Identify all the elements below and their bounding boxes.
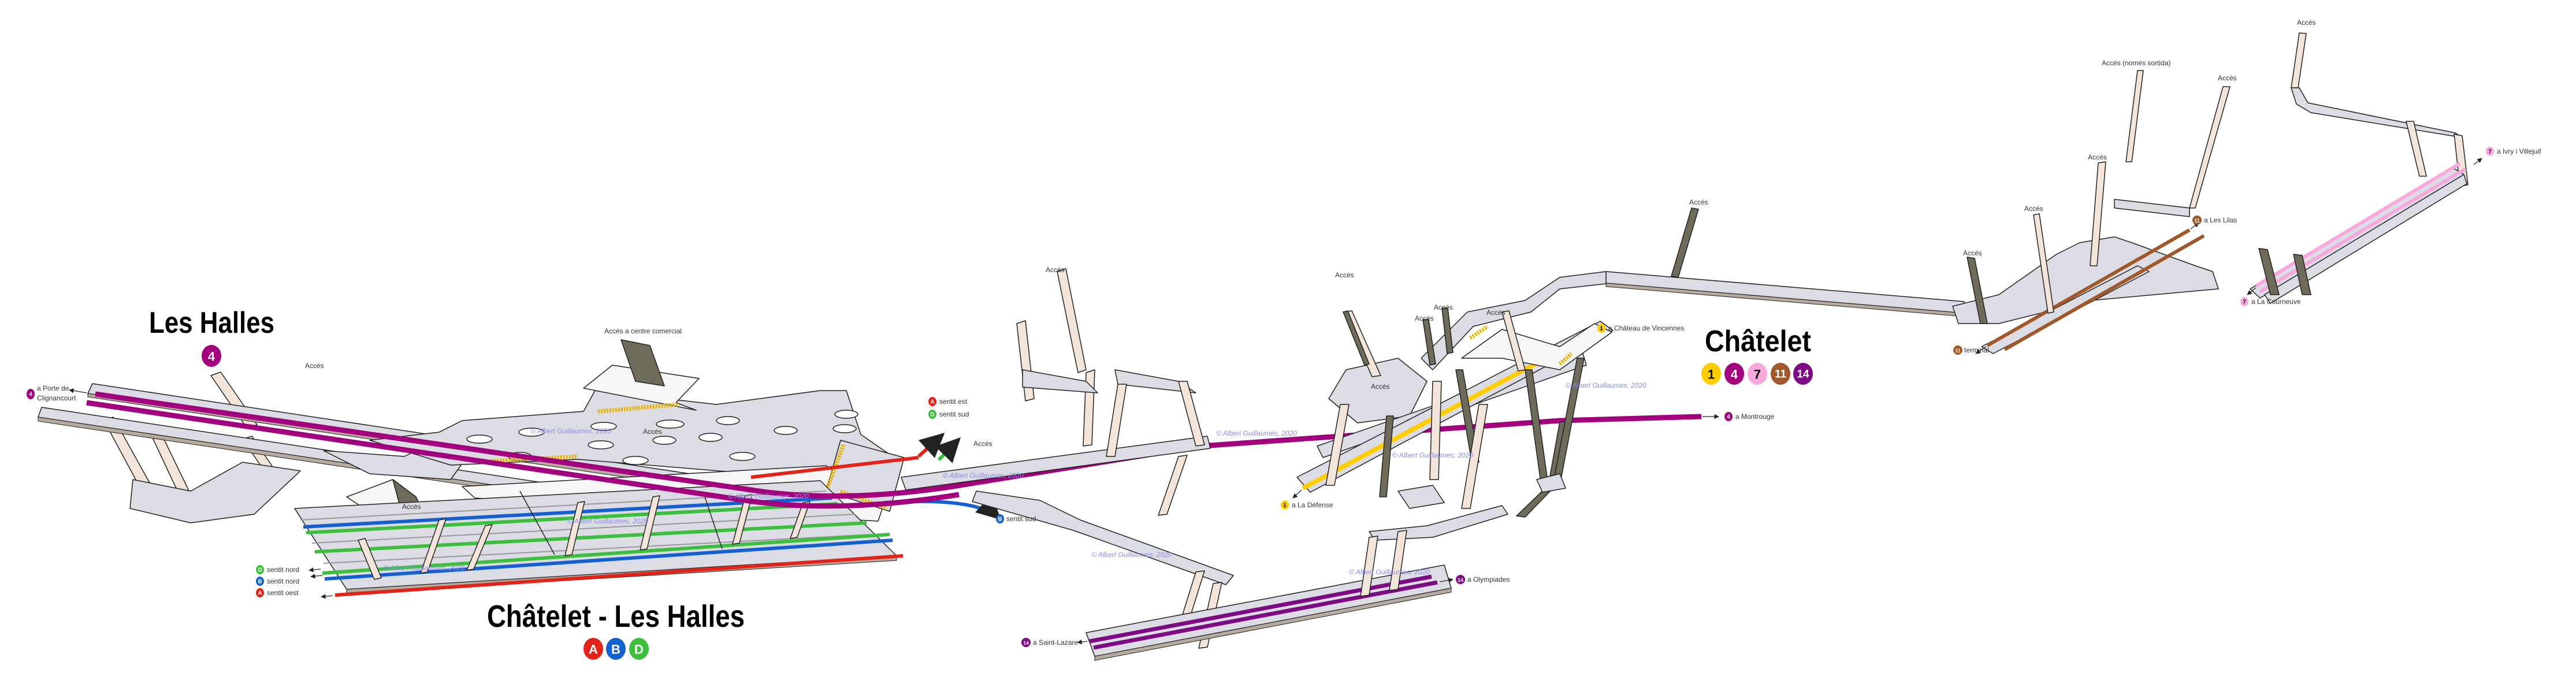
svg-text:a Château de Vincennes: a Château de Vincennes — [1608, 324, 1684, 332]
svg-text:4: 4 — [29, 392, 32, 398]
svg-text:B: B — [611, 642, 620, 657]
access-label: Accés — [1046, 266, 1065, 274]
svg-text:© Albert Guillaumes, 2020: © Albert Guillaumes, 2020 — [1349, 568, 1430, 576]
access-label: Accés — [643, 428, 662, 436]
access-label: Accés — [1963, 249, 1982, 257]
svg-text:a La Courneuve: a La Courneuve — [2251, 298, 2301, 306]
svg-text:© Albert Guillaumes, 2020: © Albert Guillaumes, 2020 — [1566, 381, 1646, 389]
access-label: Accés — [402, 503, 421, 511]
line-11-track — [1986, 228, 2191, 347]
svg-text:terminal: terminal — [1964, 346, 1989, 354]
line-badge-a — [583, 638, 603, 660]
svg-text:a Saint-Lazare: a Saint-Lazare — [1033, 638, 1078, 647]
svg-text:© Albert Guillaumes, 2020: © Albert Guillaumes, 2020 — [567, 517, 648, 525]
access-label: Accés — [1371, 382, 1390, 391]
station-title-chatelet-les-halles: Châtelet - Les Halles — [487, 599, 745, 634]
svg-text:sentit oest: sentit oest — [267, 589, 299, 597]
rer-line-d-track — [306, 502, 838, 534]
svg-text:sentit nord: sentit nord — [267, 577, 299, 585]
svg-text:© Albert Guillaumes, 2020: © Albert Guillaumes, 2020 — [1392, 451, 1473, 459]
svg-text:© Albert Guillaumes, 2020: © Albert Guillaumes, 2020 — [384, 564, 464, 572]
svg-text:Clignancourt: Clignancourt — [37, 394, 76, 402]
svg-text:B: B — [258, 579, 262, 585]
svg-text:7: 7 — [2488, 149, 2492, 155]
line-badges-rer: A B D — [583, 638, 649, 660]
svg-text:4: 4 — [1731, 367, 1738, 382]
svg-text:A: A — [258, 590, 262, 597]
svg-text:sentit sud: sentit sud — [1006, 515, 1036, 523]
svg-text:a Montrouge: a Montrouge — [1735, 413, 1775, 421]
svg-text:11: 11 — [2194, 218, 2200, 224]
direction-labels: 4 a Porte de Clignancourt D sentit nord … — [27, 147, 2541, 647]
chatelet-structure — [1292, 207, 1965, 509]
watermarks: © Albert Guillaumes, 2020 © Albert Guill… — [384, 381, 1646, 576]
svg-text:© Albert Guillaumes, 2020: © Albert Guillaumes, 2020 — [1216, 429, 1297, 437]
long-corridor — [1605, 271, 1965, 314]
svg-text:sentit sud: sentit sud — [939, 410, 969, 418]
svg-text:© Albert Guillaumes, 2020: © Albert Guillaumes, 2020 — [530, 427, 611, 435]
svg-text:D: D — [634, 642, 644, 657]
access-label: Accés — [1335, 271, 1354, 279]
svg-text:a Les Lilas: a Les Lilas — [2204, 216, 2237, 224]
access-label: Accés — [2297, 18, 2316, 27]
access-label: Accés — [1415, 314, 1434, 322]
svg-text:a La Défense: a La Défense — [1292, 501, 1333, 509]
line-11-7-structure — [1952, 32, 2482, 354]
svg-text:B: B — [998, 517, 1002, 523]
access-label: Accés — [1486, 309, 1506, 317]
svg-text:sentit est: sentit est — [939, 397, 968, 406]
svg-text:14: 14 — [1458, 577, 1463, 583]
svg-text:D: D — [930, 412, 934, 418]
svg-text:A: A — [930, 399, 934, 406]
access-label: Accés — [2218, 74, 2237, 82]
svg-text:11: 11 — [1955, 348, 1961, 354]
line-badge-d — [629, 638, 649, 660]
access-label-commercial: Accés a centre comercial — [604, 327, 682, 335]
svg-text:14: 14 — [1797, 369, 1809, 381]
station-title-les-halles: Les Halles — [149, 306, 274, 340]
connecting-corridors — [901, 268, 1234, 649]
svg-text:1: 1 — [1708, 367, 1715, 382]
svg-text:11: 11 — [1775, 369, 1787, 381]
rer-platforms — [294, 433, 1002, 597]
svg-text:a Porte de: a Porte de — [37, 384, 69, 392]
access-label: Accés — [2024, 205, 2043, 213]
access-labels: Accés Accés a centre comercial Accés Acc… — [305, 18, 2316, 511]
svg-text:a Olympiades: a Olympiades — [1467, 575, 1510, 584]
svg-text:1: 1 — [1600, 326, 1603, 332]
svg-text:D: D — [258, 567, 262, 574]
svg-text:© Albert Guillaumes, 2020: © Albert Guillaumes, 2020 — [728, 492, 809, 500]
svg-text:© Albert Guillaumes, 2020: © Albert Guillaumes, 2020 — [1091, 551, 1172, 559]
svg-text:© Albert Guillaumes, 2020: © Albert Guillaumes, 2020 — [943, 471, 1024, 480]
line-badge-4: 4 — [202, 345, 221, 367]
svg-text:4: 4 — [1727, 414, 1730, 421]
access-label: Accés — [973, 440, 993, 448]
svg-text:A: A — [589, 642, 598, 657]
line-7-track — [2255, 162, 2461, 288]
access-label: Accés — [305, 362, 324, 370]
svg-text:14: 14 — [1023, 640, 1029, 646]
rer-line-a-track — [334, 554, 904, 597]
line-14-platform — [1077, 421, 1569, 661]
access-label: Accés — [1689, 198, 1708, 206]
station-title-chatelet: Châtelet — [1705, 325, 1811, 358]
access-label: Accés — [1434, 303, 1453, 311]
access-label: Accés — [2088, 153, 2107, 161]
line-4-track — [95, 391, 1702, 499]
svg-text:7: 7 — [1754, 367, 1761, 382]
line-badge-b — [606, 638, 626, 660]
svg-text:a Ivry i Villejuif: a Ivry i Villejuif — [2497, 147, 2541, 155]
access-label-exit-only: Accés (només sortida) — [2102, 59, 2170, 67]
svg-text:1: 1 — [1283, 503, 1287, 509]
line-badges-metro: 1 4 7 11 14 — [1701, 363, 1813, 385]
svg-text:7: 7 — [2243, 299, 2246, 306]
svg-text:4: 4 — [208, 350, 215, 364]
svg-text:sentit nord: sentit nord — [267, 566, 299, 574]
